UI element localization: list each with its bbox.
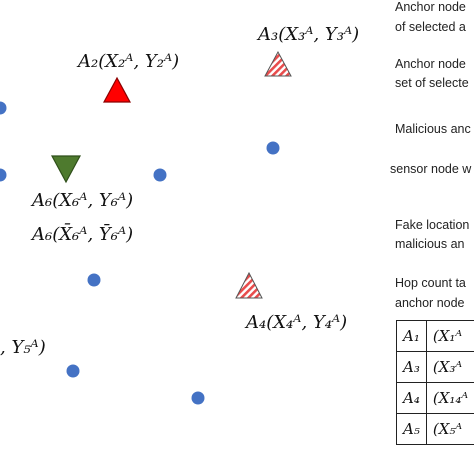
legend-anchor-red-line2: of selected a (395, 20, 466, 34)
sensor-node (266, 141, 280, 155)
malicious-anchor-a6 (50, 155, 82, 184)
table-row: A₃ (X₃ᴬ (396, 351, 474, 383)
legend-fake-line2: malicious an (395, 237, 465, 251)
table-row: A₁ (X₁ᴬ (396, 320, 474, 352)
label-a5-partial: , Y₅ᴬ) (0, 337, 46, 358)
sensor-node (0, 168, 7, 182)
table-cell-coord: (X₁ᴬ (425, 320, 474, 352)
label-a4: A₄(X₄ᴬ, Y₄ᴬ) (244, 312, 347, 333)
sensor-node (153, 168, 167, 182)
legend-hop-line2: anchor node (395, 296, 465, 310)
sensor-node (0, 101, 7, 115)
table-cell-anchor: A₁ (396, 320, 427, 352)
legend-fake-line1: Fake location (395, 218, 470, 232)
anchor-node-a4 (235, 271, 263, 299)
hop-count-table: A₁ (X₁ᴬ A₃ (X₃ᴬ A₄ (X₁₄ᴬ A₅ (X₅ᴬ (396, 320, 474, 445)
sensor-node (66, 364, 80, 378)
label-a3: A₃(X₃ᴬ, Y₃ᴬ) (256, 24, 359, 45)
table-row: A₄ (X₁₄ᴬ (396, 382, 474, 414)
legend-hop-line1: Hop count ta (395, 276, 466, 290)
table-cell-coord: (X₁₄ᴬ (425, 382, 474, 414)
legend-malicious: Malicious anc (395, 122, 471, 136)
table-cell-anchor: A₃ (396, 351, 427, 383)
sensor-node (191, 391, 205, 405)
table-row: A₅ (X₅ᴬ (396, 413, 474, 445)
legend-anchor-hatch-line1: Anchor node (395, 57, 466, 71)
table-cell-anchor: A₅ (396, 413, 427, 445)
legend-anchor-hatch-line2: set of selecte (395, 76, 469, 90)
sensor-nodes (0, 101, 280, 405)
label-a6-fake: A₆(X̄₆ᴬ, Ȳ₆ᴬ) (30, 222, 133, 245)
table-cell-anchor: A₄ (396, 382, 427, 414)
label-a6-true: A₆(X₆ᴬ, Y₆ᴬ) (30, 190, 133, 211)
anchor-node-a2 (102, 76, 132, 103)
anchor-node-a3 (264, 50, 292, 77)
legend-anchor-red-line1: Anchor node (395, 0, 466, 14)
table-cell-coord: (X₅ᴬ (425, 413, 474, 445)
table-cell-coord: (X₃ᴬ (425, 351, 474, 383)
label-a2: A₂(X₂ᴬ, Y₂ᴬ) (76, 51, 179, 72)
legend-sensor: sensor node w (390, 162, 472, 176)
sensor-node (87, 273, 101, 287)
